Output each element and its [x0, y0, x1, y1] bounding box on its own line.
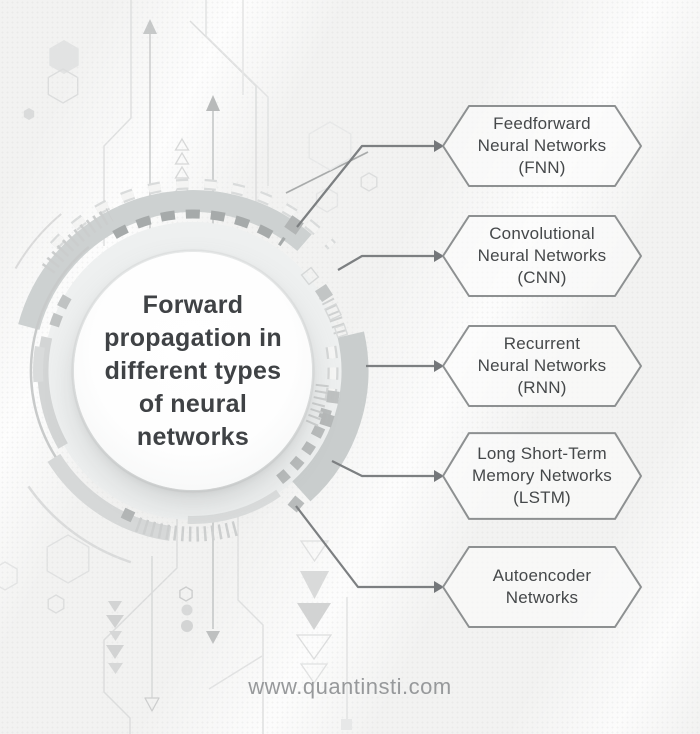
- arrow-down-icon: [206, 631, 220, 644]
- connector-fnn: [296, 144, 434, 228]
- node-cnn-label: Convolutional Neural Networks (CNN): [477, 223, 607, 288]
- node-rnn-label: Recurrent Neural Networks (RNN): [477, 333, 607, 398]
- arrow-up-icon: [206, 95, 220, 111]
- arrow-down-outline-icon: [144, 697, 160, 712]
- arrow-up-icon: [143, 19, 157, 34]
- node-lstm: Long Short-Term Memory Networks (LSTM): [442, 432, 642, 520]
- central-topic-circle: Forward propagation in different types o…: [74, 252, 312, 490]
- website-url: www.quantinsti.com: [248, 674, 452, 699]
- node-rnn: Recurrent Neural Networks (RNN): [442, 325, 642, 407]
- arrowhead-icon: [434, 140, 444, 152]
- ring-ornament: [14, 178, 369, 564]
- node-fnn: Feedforward Neural Networks (FNN): [442, 105, 642, 187]
- node-autoencoder-label: Autoencoder Networks: [492, 565, 592, 607]
- hexagon-shape: [442, 432, 642, 520]
- hexagon-shape: [442, 105, 642, 187]
- node-fnn-label: Feedforward Neural Networks (FNN): [477, 113, 607, 178]
- connector-lstm: [331, 460, 434, 478]
- connector-lines: [295, 140, 444, 593]
- central-topic-title: Forward propagation in different types o…: [104, 290, 282, 451]
- connector-cnn: [337, 254, 434, 271]
- hexagon-shape: [442, 325, 642, 407]
- hexagon-ornaments: [0, 40, 378, 632]
- arrowhead-icon: [434, 250, 444, 262]
- arrowhead-icon: [434, 470, 444, 482]
- arrowhead-icon: [434, 581, 444, 593]
- node-autoencoder: Autoencoder Networks: [442, 546, 642, 628]
- node-lstm-label: Long Short-Term Memory Networks (LSTM): [472, 443, 612, 508]
- circuit-lines-bottom: [103, 468, 352, 734]
- hexagon-shape: [442, 546, 642, 628]
- node-cnn: Convolutional Neural Networks (CNN): [442, 215, 642, 297]
- hexagon-shape: [442, 215, 642, 297]
- arrowhead-icon: [434, 360, 444, 372]
- connector-autoencoder: [295, 505, 434, 589]
